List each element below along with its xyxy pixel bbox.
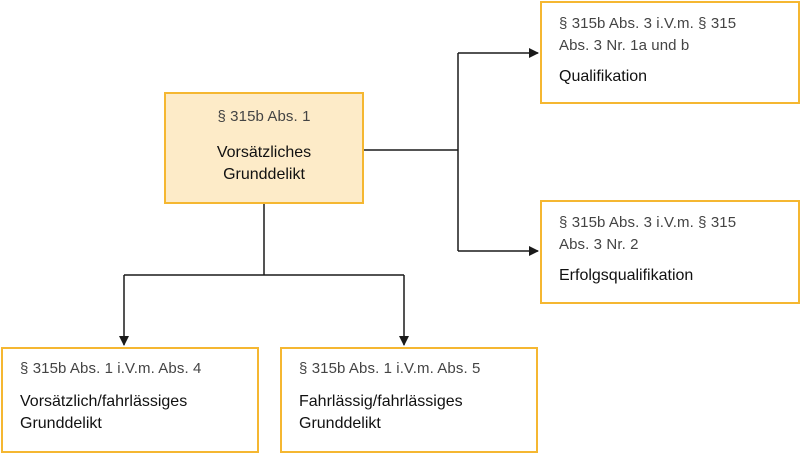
node-name-line: Grunddelikt: [223, 166, 305, 183]
node-vorsaetzlich-fahrlaessiges-grunddelikt: § 315b Abs. 1 i.V.m. Abs. 4 Vorsätzlich/…: [1, 347, 259, 453]
node-ref: § 315b Abs. 3 i.V.m. § 315 Abs. 3 Nr. 1a…: [559, 13, 798, 57]
node-vorsaetzliches-grunddelikt: § 315b Abs. 1 Vorsätzliches Grunddelikt: [164, 92, 364, 204]
node-name-line: Vorsätzliches: [216, 144, 312, 161]
node-ref-line: § 315b Abs. 3 i.V.m. § 315: [559, 15, 737, 32]
node-name-line: Vorsätzlich/fahrlässiges: [20, 393, 188, 410]
node-erfolgsqualifikation: § 315b Abs. 3 i.V.m. § 315 Abs. 3 Nr. 2 …: [540, 200, 800, 304]
node-name: Vorsätzlich/fahrlässiges Grunddelikt: [20, 391, 257, 435]
node-name-line: Grunddelikt: [20, 415, 102, 432]
node-fahrlaessig-fahrlaessiges-grunddelikt: § 315b Abs. 1 i.V.m. Abs. 5 Fahrlässig/f…: [280, 347, 538, 453]
node-ref-line: Abs. 3 Nr. 2: [559, 236, 639, 253]
node-name: Qualifikation: [559, 68, 648, 85]
node-ref-line: § 315b Abs. 3 i.V.m. § 315: [559, 214, 737, 231]
node-qualifikation: § 315b Abs. 3 i.V.m. § 315 Abs. 3 Nr. 1a…: [540, 1, 800, 104]
node-name: Vorsätzliches Grunddelikt: [166, 142, 362, 186]
node-name: Fahrlässig/fahrlässiges Grunddelikt: [299, 391, 536, 435]
node-name-line: Grunddelikt: [299, 415, 381, 432]
node-ref: § 315b Abs. 1: [217, 108, 311, 125]
node-ref: § 315b Abs. 3 i.V.m. § 315 Abs. 3 Nr. 2: [559, 212, 798, 256]
node-ref: § 315b Abs. 1 i.V.m. Abs. 4: [20, 360, 202, 377]
node-ref: § 315b Abs. 1 i.V.m. Abs. 5: [299, 360, 481, 377]
node-ref-line: Abs. 3 Nr. 1a und b: [559, 37, 690, 54]
node-name-line: Fahrlässig/fahrlässiges: [299, 393, 463, 410]
node-name: Erfolgsqualifikation: [559, 267, 694, 284]
